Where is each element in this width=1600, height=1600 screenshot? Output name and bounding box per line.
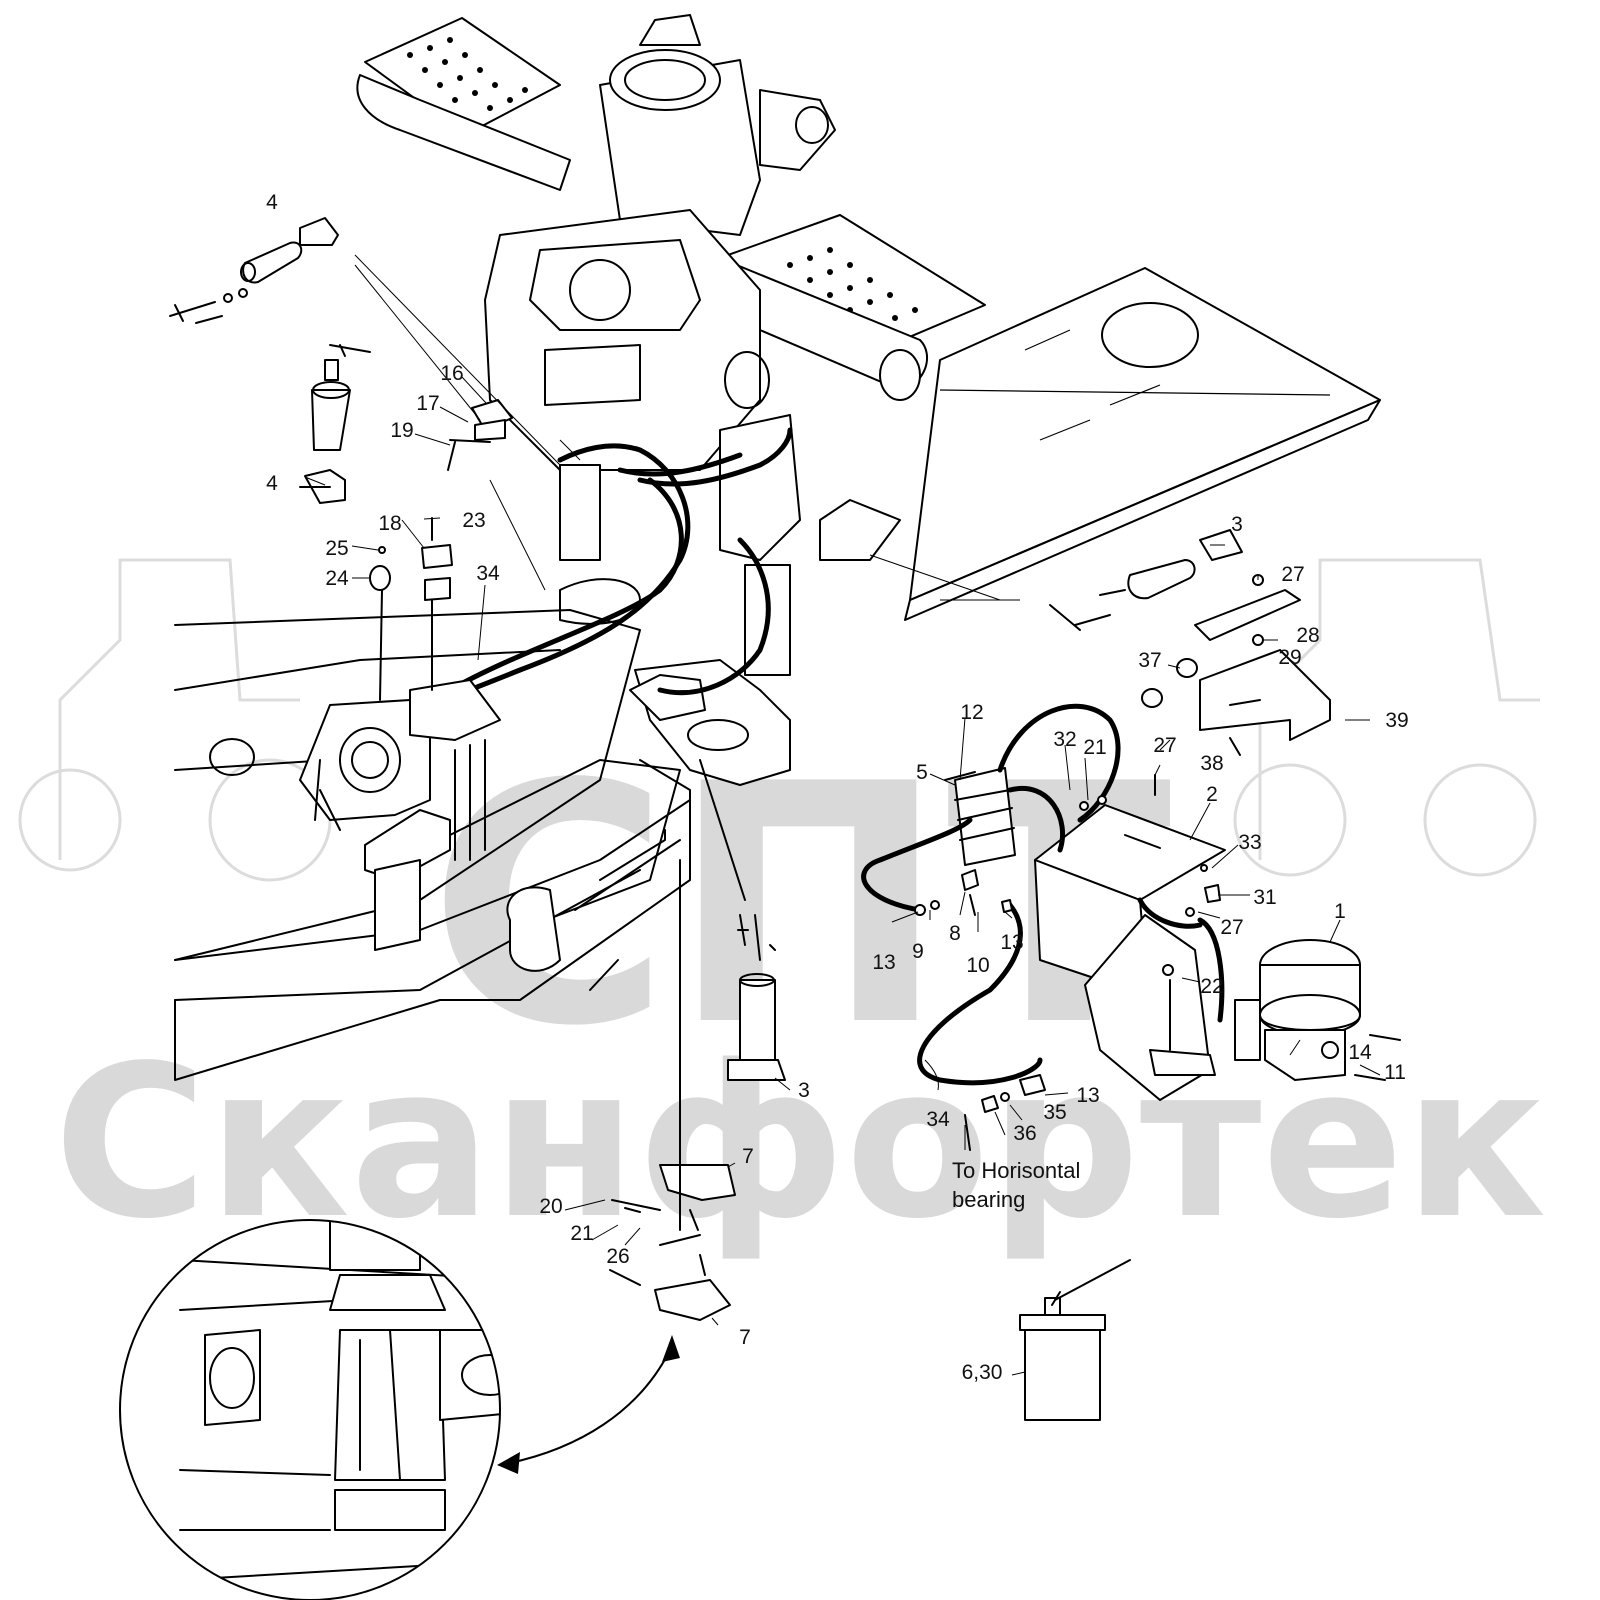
callout-27-bottom: 27 [1220,916,1243,939]
callout-13-left: 13 [872,951,895,974]
grease-gun-icon [1019,1259,1131,1421]
callout-26: 26 [606,1245,629,1268]
callout-9: 9 [912,940,924,963]
callout-34-top: 34 [476,562,500,585]
horizontal-bearing-note: To Horisontal bearing [952,1158,1080,1212]
watermark-tractor-left [18,558,332,882]
callout-6-30: 6,30 [962,1361,1003,1384]
callout-20: 20 [539,1195,562,1218]
link-arm [439,759,691,1001]
callout-39: 39 [1385,709,1408,732]
inset-detail [119,1219,680,1600]
exploded-parts-left [169,217,513,701]
callout-32: 32 [1053,728,1076,751]
callout-3-bottom: 3 [798,1079,810,1102]
callout-38: 38 [1200,752,1223,775]
callout-12: 12 [960,701,983,724]
callout-1: 1 [1334,900,1346,923]
callout-11: 11 [1384,1061,1406,1084]
callout-2: 2 [1206,783,1218,806]
floor-plate [904,267,1381,621]
callout-27-top: 27 [1281,563,1304,586]
callout-24: 24 [325,567,349,590]
callout-37: 37 [1138,649,1161,672]
callout-16: 16 [440,362,463,385]
note-line-1: To Horisontal [952,1158,1080,1183]
callout-27-mid: 27 [1153,734,1176,757]
steering-axle [356,14,986,471]
callout-19: 19 [390,419,413,442]
callout-7-bottom: 7 [739,1326,751,1349]
exploded-parts-right [861,529,1401,1151]
callout-25: 25 [325,537,348,560]
callout-21-top: 21 [1083,736,1106,759]
callout-36: 36 [1013,1122,1036,1145]
callout-18: 18 [378,512,401,535]
callout-8: 8 [949,922,961,945]
callout-4-bottom: 4 [266,472,278,495]
callout-17: 17 [416,392,439,415]
callout-13-right: 13 [1076,1084,1099,1107]
callout-7-top: 7 [742,1145,754,1168]
callout-22: 22 [1200,975,1223,998]
callout-21-bottom: 21 [570,1222,593,1245]
leader-lines [304,254,1381,1376]
callout-35: 35 [1043,1101,1066,1124]
callout-5: 5 [916,761,928,784]
callout-4-top: 4 [266,191,278,214]
callout-13-mid: 13 [1000,931,1023,954]
callout-10: 10 [966,954,989,977]
bearing-block [299,679,501,951]
callout-labels: 1 2 3 3 4 4 5 6,30 7 7 8 9 10 11 12 13 1… [266,191,1409,1384]
note-line-2: bearing [952,1187,1025,1212]
callout-14: 14 [1348,1041,1372,1064]
callout-29: 29 [1278,646,1301,669]
callout-23: 23 [462,509,485,532]
callout-3-top: 3 [1231,513,1243,536]
callout-33: 33 [1238,831,1261,854]
callout-34-bottom: 34 [926,1108,950,1131]
main-frame [174,578,691,1081]
callout-31: 31 [1253,886,1276,909]
exploded-parts-centre [589,759,786,1321]
callout-28: 28 [1296,624,1319,647]
